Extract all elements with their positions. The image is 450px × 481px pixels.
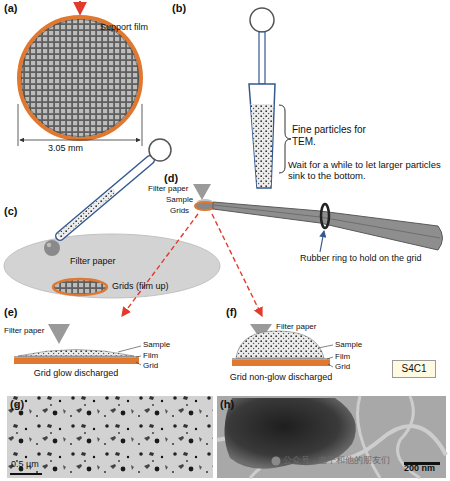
watermark-icon: [272, 457, 281, 466]
part-label: Grids: [170, 206, 189, 215]
dimension-extension: [18, 104, 19, 146]
part-label: Filter paper: [4, 326, 44, 335]
panel-letter: (c): [4, 205, 17, 218]
panel-letter: (b): [172, 2, 186, 15]
part-label: Support film: [100, 22, 148, 32]
pipette-liquid: [61, 192, 112, 235]
scale-label: 200 nm: [404, 463, 435, 473]
part-label: Filter paper: [70, 256, 116, 266]
watermark: 公众号 · 老千和他的朋友们: [283, 455, 390, 465]
grid-bar: [232, 360, 330, 366]
caption-text: Grid glow discharged: [16, 368, 136, 378]
pipette-tube: [249, 84, 275, 188]
pointer-arrow: [79, 1, 81, 14]
caption-text: Grid non-glow discharged: [216, 372, 346, 382]
leader-line: [318, 345, 333, 348]
scale-bar: [10, 473, 42, 475]
part-label: Grid: [143, 361, 158, 370]
settling-particles: [251, 104, 274, 187]
part-label: Sample: [335, 340, 362, 349]
micrograph-panel: (g) 0.5 μm: [7, 396, 213, 478]
panel-letter: (h): [220, 398, 234, 411]
part-label: Sample: [143, 340, 170, 349]
micrograph: [217, 396, 446, 478]
drop-highlight: [47, 243, 51, 247]
leader-line: [136, 356, 141, 357]
leader-line: [118, 346, 141, 352]
pipette-bulb: [250, 8, 274, 32]
grid-bar: [14, 358, 139, 364]
pipette-inside: [60, 160, 150, 236]
part-label: Film: [143, 351, 158, 360]
grid-on-paper: [53, 279, 107, 295]
micrograph: [7, 396, 213, 478]
grid-rim: [19, 17, 141, 139]
dimension-label: 3.05 mm: [48, 143, 83, 153]
part-label: Sample: [166, 195, 193, 204]
part-label: Film: [335, 352, 350, 361]
sample-layer: [18, 350, 134, 357]
part-label: Rubber ring to hold on the grid: [300, 253, 422, 263]
panel-letter: (f): [226, 306, 237, 319]
dashed-arrow: [122, 214, 198, 316]
part-label: Grid: [335, 362, 350, 371]
rubber-ring: [321, 204, 329, 228]
filter-paper-wedge: [48, 324, 70, 344]
lacey-carbon: [358, 396, 381, 478]
leader-arrow: [320, 231, 324, 252]
tweezers: [213, 202, 443, 250]
micrograph-panel: (h) 200 nm: [217, 396, 446, 478]
part-label: Filter paper: [276, 322, 316, 331]
grid-disk: [195, 202, 215, 210]
panel-letter: (e): [4, 306, 17, 319]
support-film: [232, 358, 330, 359]
sample-dome: [236, 331, 324, 358]
dimension-line: [20, 140, 140, 141]
support-film: [14, 356, 139, 357]
panel-letter: (d): [164, 172, 178, 185]
pipette-tube: [60, 160, 150, 236]
sample-drop: [44, 240, 60, 256]
filter-paper-wedge: [193, 184, 211, 200]
tag-box: S4C1: [392, 360, 436, 378]
panel-letter: (g): [10, 398, 24, 411]
leader-line: [136, 362, 141, 365]
box-label: S4C1: [393, 361, 435, 377]
scale-label: 0.5 μm: [11, 459, 39, 469]
dashed-arrow: [212, 214, 262, 316]
leader-line: [328, 364, 333, 367]
note-text: Fine particles for TEM.: [292, 124, 368, 147]
dimension-extension: [142, 104, 143, 146]
pipette-bulb: [149, 139, 171, 161]
part-label: Filter paper: [148, 184, 188, 193]
tweezers-gap: [214, 205, 440, 238]
part-label: Grids (film up): [112, 281, 169, 291]
pipette-stem: [259, 32, 265, 84]
filter-paper: [4, 234, 220, 298]
note-text: Wait for a while to let larger particles…: [288, 160, 448, 182]
panel-letter: (a): [4, 2, 17, 15]
grid-mesh: [20, 18, 140, 138]
grid-rim-edge: [21, 19, 138, 136]
leader-line: [327, 357, 333, 359]
